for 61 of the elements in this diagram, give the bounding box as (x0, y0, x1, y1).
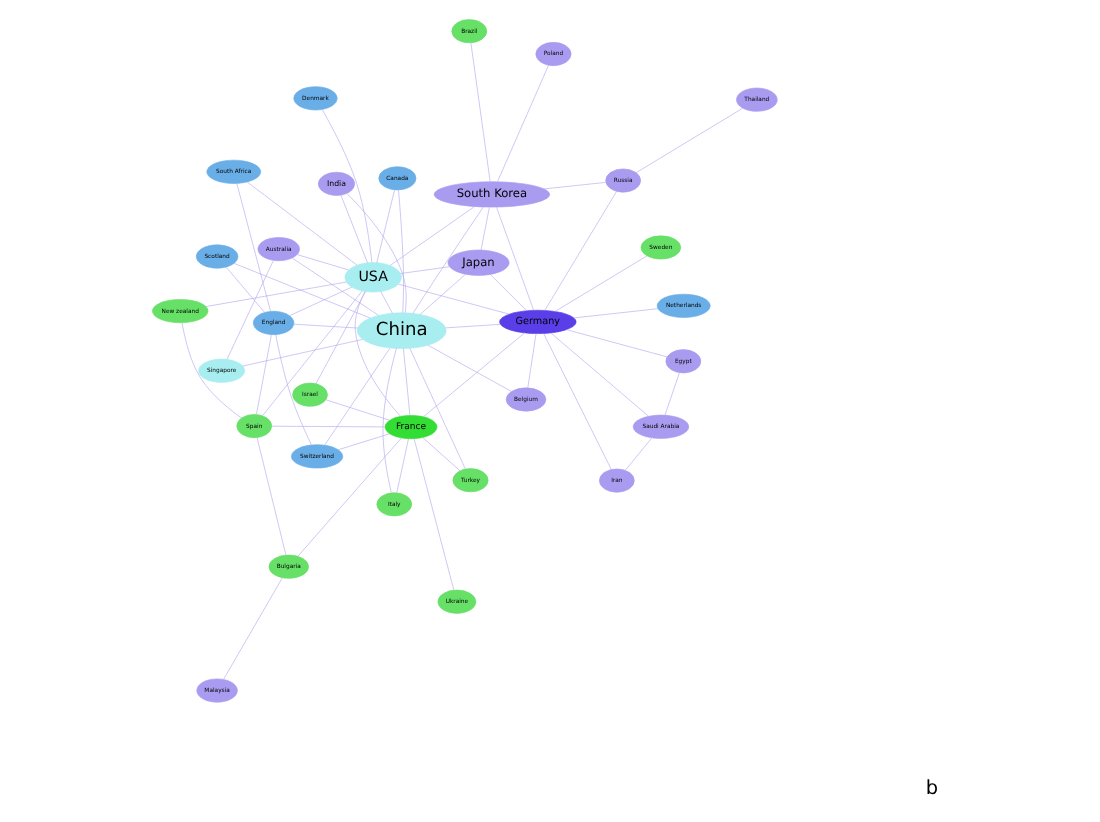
node-ellipse: China (355, 312, 446, 349)
connector (180, 322, 241, 419)
connector (542, 182, 606, 190)
connector (224, 266, 264, 313)
connector (245, 181, 357, 266)
connector (422, 332, 524, 418)
connector (479, 207, 489, 251)
connector (565, 329, 667, 358)
connector (418, 274, 465, 315)
connector (353, 291, 400, 417)
connector (489, 274, 526, 311)
connector (395, 438, 408, 494)
connector (337, 433, 389, 451)
connector (241, 339, 362, 367)
connector (375, 189, 394, 264)
connector (381, 348, 396, 493)
connector (232, 263, 370, 319)
connector (222, 577, 282, 680)
connector (426, 345, 511, 392)
connector (553, 255, 647, 312)
label: b (924, 778, 938, 801)
connector (663, 372, 679, 416)
connector (412, 438, 454, 591)
connector (397, 283, 509, 315)
connector (204, 281, 346, 307)
connector (295, 254, 348, 271)
connector (388, 206, 474, 266)
connector (549, 332, 648, 417)
connector (572, 308, 658, 319)
connector (320, 109, 372, 263)
connector (274, 334, 311, 446)
connector (543, 191, 616, 311)
connector (255, 437, 286, 556)
connector (255, 334, 271, 415)
connector (339, 194, 367, 264)
connector (634, 108, 742, 173)
connector (296, 437, 401, 557)
connector (397, 189, 403, 313)
connector (290, 257, 378, 316)
connector (411, 206, 483, 314)
connector (261, 290, 362, 416)
connector (495, 206, 533, 311)
connector (399, 266, 449, 274)
connector (444, 324, 500, 329)
connector (270, 425, 385, 428)
connector (324, 399, 389, 421)
connector (421, 437, 460, 472)
connector (314, 291, 365, 384)
connector (225, 260, 273, 360)
connector (469, 42, 490, 182)
connector (288, 286, 352, 316)
connector (323, 347, 390, 446)
connector (526, 333, 536, 389)
connector (292, 323, 357, 329)
connector (235, 183, 270, 312)
connector (624, 437, 652, 471)
connector (408, 348, 465, 470)
connector (496, 65, 548, 182)
connector (379, 291, 392, 314)
connector (542, 333, 611, 470)
connector (402, 348, 410, 416)
